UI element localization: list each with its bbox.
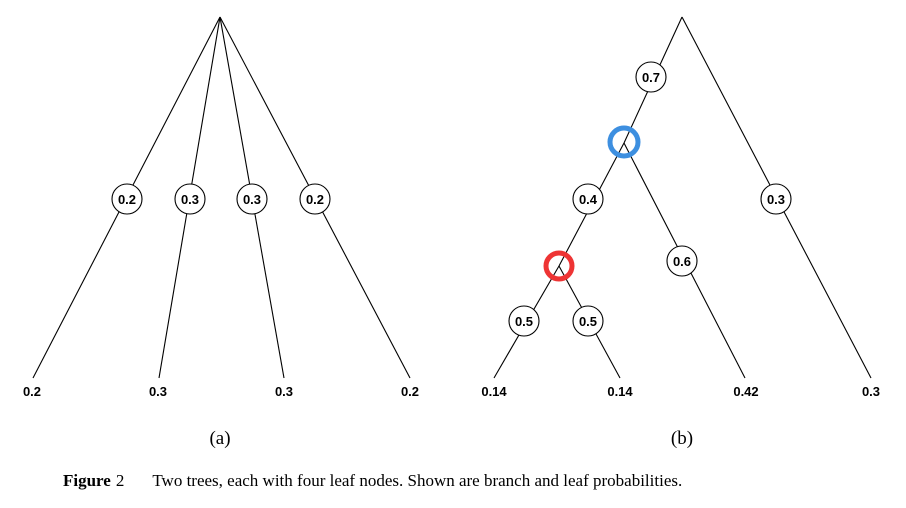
branch-probability: 0.2 <box>118 192 136 207</box>
leaf-probability: 0.3 <box>275 384 293 399</box>
subcaption-b: (b) <box>671 428 693 449</box>
branch-node: 0.2 <box>299 183 331 215</box>
highlight-marker-blue <box>607 125 641 159</box>
branch-node: 0.3 <box>236 183 268 215</box>
branch-probability: 0.5 <box>515 314 533 329</box>
branch-node: 0.3 <box>174 183 206 215</box>
leaf-probability: 0.3 <box>862 384 880 399</box>
leaf-probability: 0.14 <box>607 384 633 399</box>
branch-node: 0.5 <box>572 305 604 337</box>
branch-node: 0.7 <box>635 61 667 93</box>
branch-probability: 0.7 <box>642 70 660 85</box>
highlight-marker-red <box>543 250 575 282</box>
leaf-probability: 0.14 <box>481 384 507 399</box>
tree-a: 0.2 0.3 0.3 0.2 0.2 0.3 0.3 0.2 (a) <box>23 16 419 449</box>
caption-text: Two trees, each with four leaf nodes. Sh… <box>152 471 683 490</box>
branch-probability: 0.2 <box>306 192 324 207</box>
branch-node: 0.4 <box>572 183 604 215</box>
leaf-probability: 0.2 <box>401 384 419 399</box>
branch-probability: 0.3 <box>767 192 785 207</box>
branch-probability: 0.5 <box>579 314 597 329</box>
figure-number: 2 <box>115 471 125 490</box>
branch-probability: 0.6 <box>673 254 691 269</box>
branch-probability: 0.3 <box>181 192 199 207</box>
figure-label: Figure <box>63 471 111 490</box>
branch-node: 0.3 <box>760 183 792 215</box>
leaf-probability: 0.2 <box>23 384 41 399</box>
tree-b: 0.7 0.3 0.4 0.6 0.5 0.5 0.14 0.14 0.42 0… <box>481 16 880 449</box>
leaf-probability: 0.3 <box>149 384 167 399</box>
leaf-probability: 0.42 <box>733 384 758 399</box>
branch-probability: 0.4 <box>579 192 598 207</box>
branch-probability: 0.3 <box>243 192 261 207</box>
branch-node: 0.2 <box>111 183 143 215</box>
branch-node: 0.5 <box>508 305 540 337</box>
branch-node: 0.6 <box>666 245 698 277</box>
subcaption-a: (a) <box>209 428 230 449</box>
